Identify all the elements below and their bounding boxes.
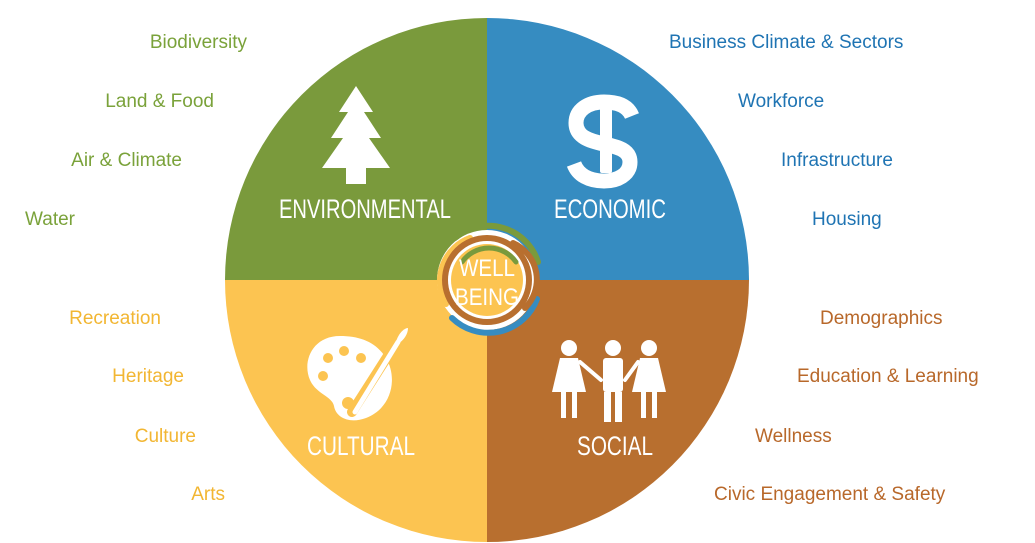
social-title: SOCIAL — [577, 431, 653, 461]
cultural-item-arts: Arts — [191, 484, 225, 505]
cultural-title: CULTURAL — [307, 431, 415, 461]
center-swirl — [436, 222, 541, 336]
tree-icon — [322, 86, 390, 184]
people-icon — [552, 340, 666, 422]
environmental-title: ENVIRONMENTAL — [279, 194, 451, 224]
social-item-demographics: Demographics — [820, 308, 943, 329]
economic-item-infrastructure: Infrastructure — [781, 150, 893, 171]
economic-item-workforce: Workforce — [738, 91, 825, 112]
social-item-wellness: Wellness — [755, 426, 832, 447]
dollar-icon — [566, 94, 639, 189]
economic-item-business-climate: Business Climate & Sectors — [669, 32, 904, 53]
environmental-item-water: Water — [25, 209, 75, 230]
palette-icon — [307, 328, 408, 421]
center-label-line2: BEING — [455, 284, 519, 311]
environmental-item-air-climate: Air & Climate — [71, 150, 182, 171]
social-item-civic-engagement: Civic Engagement & Safety — [714, 484, 946, 505]
cultural-item-culture: Culture — [134, 426, 196, 447]
economic-title: ECONOMIC — [554, 194, 666, 224]
environmental-item-land-food: Land & Food — [105, 91, 214, 112]
social-item-education-learning: Education & Learning — [797, 366, 979, 387]
center-label-line1: WELL — [459, 255, 515, 282]
cultural-item-heritage: Heritage — [112, 366, 184, 387]
economic-item-housing: Housing — [812, 209, 882, 230]
cultural-item-recreation: Recreation — [69, 308, 161, 329]
environmental-item-biodiversity: Biodiversity — [149, 32, 247, 53]
